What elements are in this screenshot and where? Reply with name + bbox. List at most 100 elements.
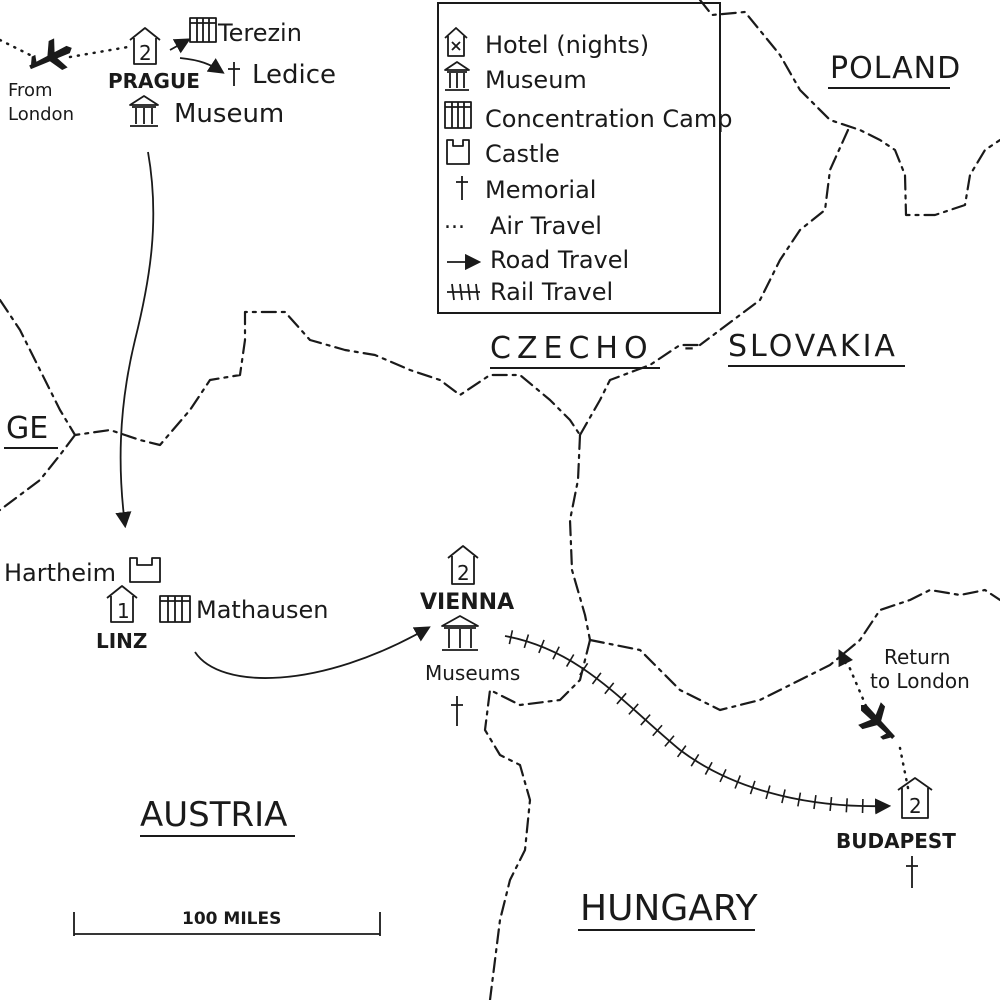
- museum-icon-vienna: [441, 615, 479, 651]
- legend-label-memorial: Memorial: [485, 176, 596, 204]
- rail-tie: [628, 703, 639, 715]
- border-austria-slovakia: [568, 433, 592, 642]
- rail-tie: [579, 662, 589, 676]
- routes: [0, 38, 910, 815]
- scale-label: 100 MILES: [182, 909, 281, 929]
- country-label-poland: POLAND: [830, 51, 961, 86]
- rail-tie: [845, 798, 848, 813]
- rail-ties: [508, 630, 864, 814]
- rail-tie: [652, 724, 663, 737]
- label-from: From: [8, 80, 53, 101]
- place-label-terezin: Terezin: [217, 19, 302, 47]
- museum-icon-prague: [129, 95, 159, 127]
- road-linz-vienna: [194, 626, 431, 679]
- budapest-group: Return to London 2 BUDAPEST: [836, 645, 970, 888]
- city-label-linz: LINZ: [96, 629, 147, 653]
- country-label-slovakia: SLOVAKIA: [728, 329, 898, 364]
- museum-icon: [444, 61, 470, 91]
- linz-group: Hartheim 1 LINZ Mathausen: [4, 557, 328, 653]
- legend-label-castle: Castle: [485, 140, 560, 168]
- air-route-return: [846, 662, 910, 790]
- country-label-austria: AUSTRIA: [140, 795, 287, 835]
- place-label-vienna-museums: Museums: [425, 661, 520, 685]
- road-prague-terezin: [169, 38, 191, 54]
- border-austria-hungary: [483, 638, 592, 1000]
- rail-vienna-budapest: [504, 635, 892, 815]
- rail-tie: [538, 639, 545, 654]
- city-label-budapest: BUDAPEST: [836, 829, 956, 853]
- hotel-icon: [444, 27, 468, 57]
- rail-tie: [719, 768, 727, 783]
- rail-tie: [734, 775, 741, 789]
- rail-tie: [704, 761, 713, 775]
- concentration-camp-icon-mathausen: [159, 595, 191, 623]
- linz-hotel-nights: 1: [117, 599, 130, 623]
- concentration-camp-icon: [444, 101, 472, 129]
- hotel-icon-vienna: [447, 545, 479, 585]
- border-germany-west: [0, 433, 77, 512]
- label-to-london: to London: [870, 669, 970, 693]
- legend-label-museum: Museum: [485, 66, 587, 94]
- rail-tie: [813, 795, 817, 810]
- country-label-hungary: HUNGARY: [580, 888, 759, 929]
- hotel-icon-linz: [106, 585, 138, 623]
- vienna-hotel-nights: 2: [457, 561, 470, 585]
- hotel-icon-prague: [129, 27, 161, 65]
- legend-air-dots: ...: [444, 209, 465, 234]
- place-label-prague-museum: Museum: [174, 99, 284, 129]
- place-label-ledice: Ledice: [252, 60, 336, 90]
- rail-tie: [676, 745, 687, 758]
- concentration-camp-icon-terezin: [189, 17, 217, 43]
- memorial-cross-icon-vienna: [451, 696, 463, 726]
- castle-icon-hartheim: [129, 557, 161, 583]
- rail-tie: [797, 792, 802, 807]
- prague-hotel-nights: 2: [139, 41, 152, 65]
- rail-tie: [765, 785, 771, 800]
- scale-bar: 100 MILES: [73, 909, 381, 936]
- rail-tie: [781, 789, 786, 804]
- rail-travel-hatch: [447, 283, 480, 301]
- legend-label-camp: Concentration Camp: [485, 105, 733, 133]
- rail-tie: [829, 796, 833, 812]
- castle-icon: [446, 139, 470, 165]
- label-london: London: [8, 104, 74, 125]
- city-label-prague: PRAGUE: [108, 69, 200, 93]
- border-czech-poland: [698, 0, 1000, 217]
- border-czech-poland-2: [698, 128, 850, 347]
- memorial-cross-icon-budapest: [906, 856, 918, 888]
- place-label-mathausen: Mathausen: [196, 596, 328, 624]
- airplane-icon-return: [858, 702, 895, 740]
- legend: Hotel (nights) Museum Concentration Camp…: [437, 2, 733, 314]
- place-label-hartheim: Hartheim: [4, 559, 116, 587]
- legend-label-road: Road Travel: [490, 246, 629, 274]
- rail-tie: [523, 634, 530, 649]
- border-czech-south: [0, 298, 582, 447]
- label-return: Return: [884, 645, 950, 669]
- country-label-dash: -: [684, 330, 694, 363]
- legend-label-air: Air Travel: [490, 212, 602, 240]
- country-labels: POLAND CZECHO - SLOVAKIA GE AUSTRIA HUNG…: [4, 51, 961, 931]
- rail-tie: [749, 780, 756, 795]
- prague-group: From London 2 PRAGUE Terezin Ledice Muse…: [8, 17, 336, 129]
- city-label-vienna: VIENNA: [420, 590, 514, 615]
- memorial-cross-icon: [456, 176, 468, 200]
- legend-frame: [437, 2, 721, 314]
- hotel-icon-budapest: [897, 777, 933, 819]
- border-czech-slovak: [578, 343, 702, 437]
- country-label-czecho: CZECHO: [490, 331, 654, 366]
- rail-tie: [552, 646, 560, 660]
- air-route-from-london: [0, 38, 130, 59]
- rail-tie: [508, 630, 514, 645]
- rail-tie: [565, 654, 575, 667]
- rail-tie: [604, 682, 615, 695]
- air-return-arrowhead: [838, 649, 854, 668]
- airplane-icon: [29, 38, 72, 70]
- rail-tie: [591, 672, 602, 685]
- rail-tie: [616, 692, 627, 705]
- road-prague-linz: [115, 151, 155, 529]
- rail-tie: [690, 753, 700, 767]
- budapest-hotel-nights: 2: [909, 794, 922, 818]
- rail-tie: [640, 714, 651, 726]
- legend-label-rail: Rail Travel: [490, 278, 613, 306]
